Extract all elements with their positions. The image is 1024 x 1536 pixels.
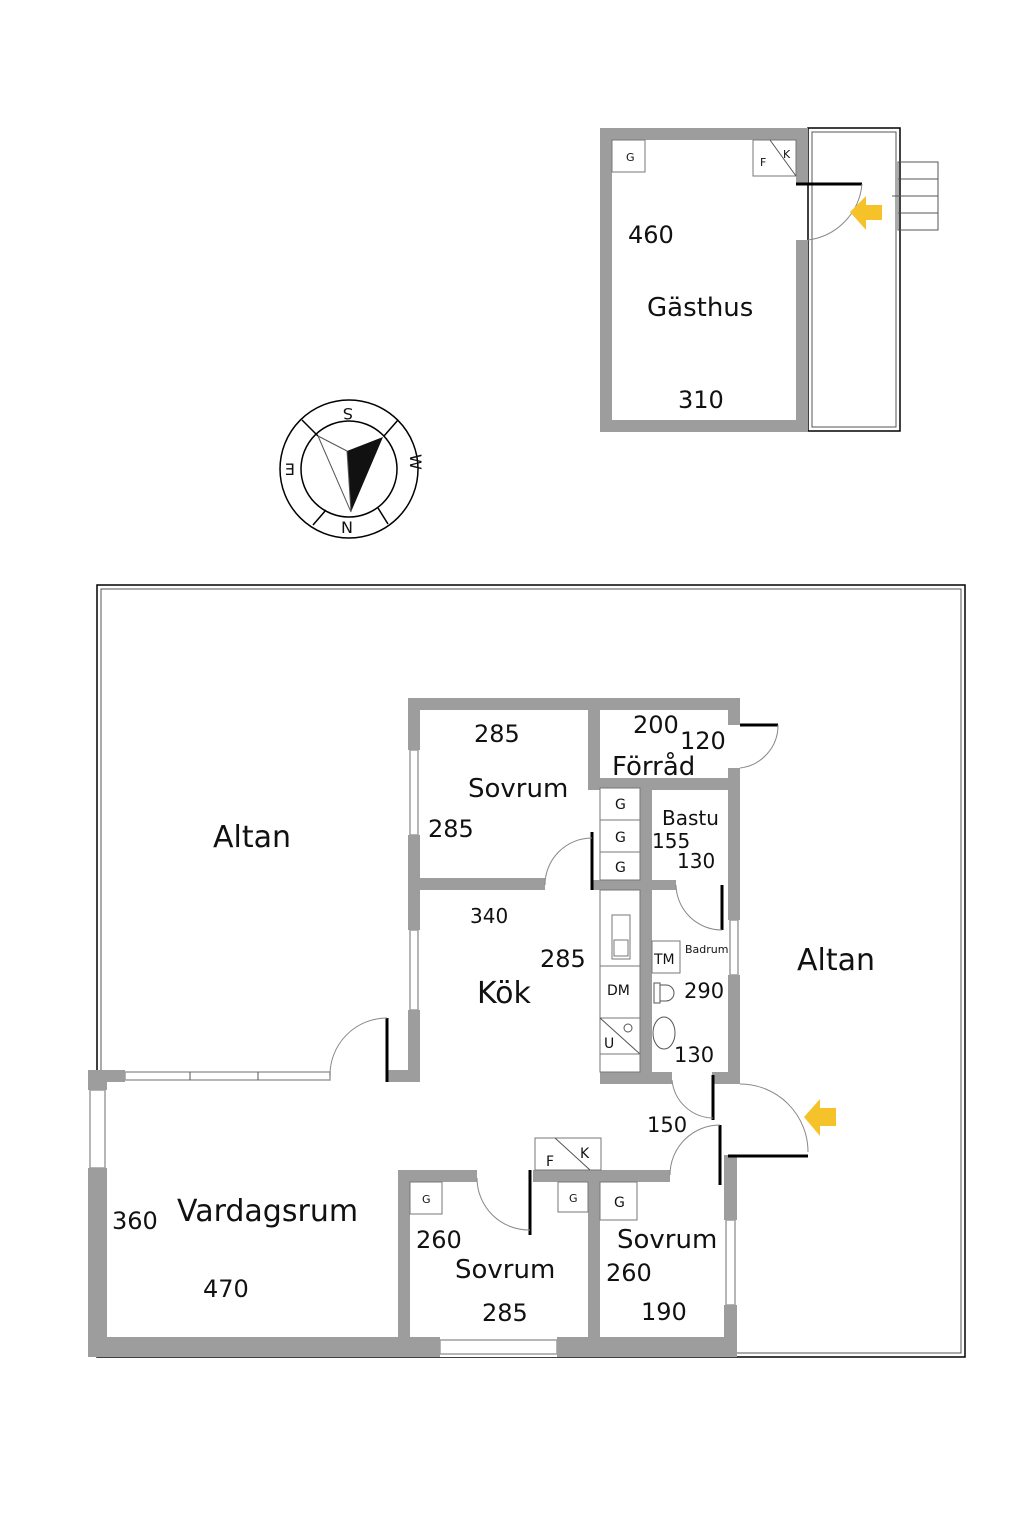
room-label-altan: Altan (797, 943, 875, 978)
wardrobe-label: G (614, 1195, 625, 1211)
dimension-label: 260 (606, 1259, 652, 1287)
entrance-arrow-icon (850, 196, 882, 230)
dimension-label: 190 (641, 1298, 687, 1326)
wardrobe-label: G (615, 797, 626, 813)
room-label-sovrum: Sovrum (617, 1225, 717, 1255)
room-label-sovrum: Sovrum (468, 774, 568, 804)
dimension-label: 285 (474, 720, 520, 748)
dimension-label: 260 (416, 1226, 462, 1254)
wardrobe-label: G (569, 1192, 578, 1205)
dimension-label: 200 (633, 711, 679, 739)
stove-icon (623, 1023, 633, 1033)
guesthouse-walls (600, 128, 808, 432)
dimension-label: 130 (677, 849, 715, 873)
room-label-vardagsrum: Vardagsrum (177, 1194, 358, 1229)
dimension-label: 460 (628, 221, 674, 249)
fridge-label: K (580, 1146, 590, 1162)
dimension-label: 360 (112, 1207, 158, 1235)
doors (329, 723, 809, 1235)
dishwasher-label: DM (607, 983, 630, 999)
room-label-gasthus: Gästhus (647, 293, 753, 323)
compass-north: N (341, 518, 353, 537)
wardrobe (611, 139, 646, 173)
compass-west: W (406, 454, 425, 470)
toilet-icon (653, 982, 675, 1004)
room-label-sovrum: Sovrum (455, 1255, 555, 1285)
wardrobe-label: G (422, 1193, 431, 1206)
dimension-label: 310 (678, 386, 724, 414)
dimension-label: 285 (482, 1299, 528, 1327)
dimension-label: 285 (540, 945, 586, 973)
wardrobe-label: G (615, 830, 626, 846)
wardrobe-label: G (626, 151, 635, 164)
compass-south: S (343, 404, 353, 423)
dimension-label: 470 (203, 1275, 249, 1303)
fridge-label: K (783, 148, 791, 161)
dimension-label: 290 (684, 979, 724, 1003)
room-label-badrum: Badrum (685, 943, 728, 956)
walls (88, 698, 740, 1357)
freezer-label: F (760, 156, 766, 169)
compass-east: E (285, 460, 295, 479)
dimension-label: 120 (680, 727, 726, 755)
compass-icon: S N E W (279, 399, 425, 539)
room-label-bastu: Bastu (662, 806, 719, 830)
room-label-altan: Altan (213, 820, 291, 855)
dimension-label: 285 (428, 815, 474, 843)
room-label-kok: Kök (477, 976, 532, 1011)
oven-label: U (604, 1036, 614, 1052)
shower-icon (652, 1016, 676, 1050)
wardrobe-label: G (615, 860, 626, 876)
guesthouse-deck (807, 127, 901, 432)
dimension-label: 150 (647, 1113, 687, 1137)
washer-label: TM (653, 952, 675, 968)
entrance-arrow-icon (804, 1099, 836, 1136)
dimension-label: 130 (674, 1043, 714, 1067)
dimension-label: 340 (470, 904, 508, 928)
guesthouse: G F K 460 Gästhus 310 (600, 127, 939, 432)
windows (89, 749, 739, 1355)
stairs (892, 161, 939, 231)
main-house: G G G DM U TM F K G G G Altan Altan 285 … (88, 584, 966, 1358)
kitchen-fixtures: G G G DM U TM F K G G G (409, 787, 681, 1221)
room-label-forrad: Förråd (612, 751, 695, 782)
freezer-label: F (546, 1154, 554, 1170)
dimension-label: 155 (652, 829, 690, 853)
